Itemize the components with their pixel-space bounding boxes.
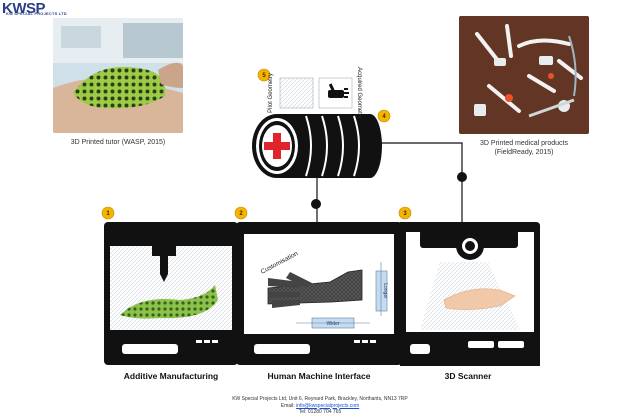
label-3d-scanner: 3D Scanner <box>444 371 492 381</box>
caption-medical-line2: (FieldReady, 2015) <box>494 149 554 156</box>
company-logo: KWSP KW SPECIAL PROJECTS LTD <box>2 0 98 18</box>
pilot-geometry-box <box>279 77 314 109</box>
photo-medical-products <box>459 16 589 134</box>
medical-cross-icon <box>264 133 290 159</box>
label-additive-manufacturing: Additive Manufacturing <box>123 371 219 381</box>
hmi-machine <box>236 222 402 365</box>
step-badge-2: 2 <box>234 206 248 220</box>
connector-dot-center <box>311 199 321 209</box>
step-badge-4: 4 <box>377 109 391 123</box>
step-number-2: 2 <box>239 211 243 217</box>
longer-label: Longer <box>382 283 388 299</box>
geometry-roll <box>252 114 382 178</box>
footer-phone: Tel: 01280 704 765 <box>298 409 342 415</box>
acquired-hand-icon <box>328 83 349 98</box>
caption-medical-line1: 3D Printed medical products <box>480 140 568 147</box>
footer-email-link[interactable]: info@kwspecialprojects.com <box>296 402 360 409</box>
footer: KW Special Projects Ltd, Unit 6, Reynard… <box>0 396 640 416</box>
connector-dot-right <box>457 172 467 182</box>
scanner-machine <box>400 222 540 366</box>
footer-email-label: Email: <box>280 402 295 409</box>
photo-printed-tutor <box>53 18 183 133</box>
caption-medical-products: 3D Printed medical products (FieldReady,… <box>455 139 593 157</box>
step-number-1: 1 <box>106 211 110 217</box>
step-badge-3: 3 <box>398 206 412 220</box>
step-number-3: 3 <box>403 211 407 217</box>
step-badge-1: 1 <box>101 206 115 220</box>
wider-label: Wider <box>326 321 339 327</box>
logo-subtitle: KW SPECIAL PROJECTS LTD <box>6 11 67 16</box>
hmi-hand-icon <box>267 269 363 308</box>
footer-email-line: Email: info@kwspecialprojects.com <box>0 403 640 410</box>
step-number-4: 4 <box>382 114 386 120</box>
step-number-5: 5 <box>262 73 266 79</box>
label-human-machine-interface: Human Machine Interface <box>267 371 371 381</box>
logo-text: KWSP <box>2 0 46 17</box>
caption-printed-tutor: 3D Printed tutor (WASP, 2015) <box>70 139 166 146</box>
acquired-geometry-label: Acquired Geometry <box>356 67 362 119</box>
footer-address: KW Special Projects Ltd, Unit 6, Reynard… <box>232 396 408 402</box>
pilot-geometry-label: Pilot Geometry <box>268 73 274 113</box>
printer-machine <box>104 222 238 365</box>
step-badge-5: 5 <box>257 68 271 82</box>
longer-indicator <box>375 270 388 312</box>
